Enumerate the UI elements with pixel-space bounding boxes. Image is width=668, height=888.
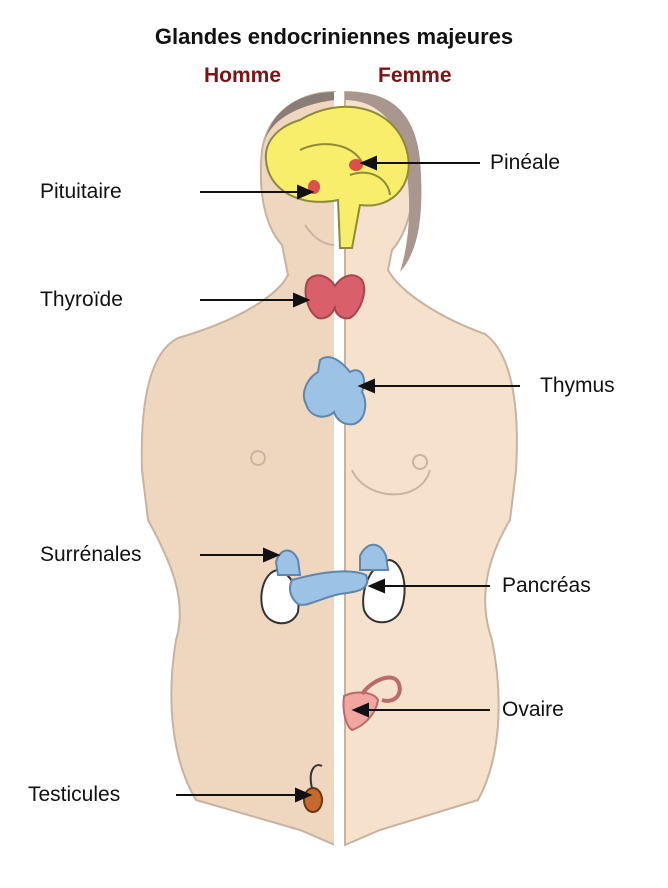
callout-arrows [176,155,520,803]
label-pineal: Pinéale [490,151,561,174]
pineal-icon [349,159,363,171]
label-thymus: Thymus [540,374,615,397]
thymus-icon [302,356,367,426]
left-adrenal-icon [274,549,302,576]
label-pancreas: Pancréas [502,574,591,597]
label-adrenals: Surrénales [40,543,142,566]
diagram-title: Glandes endocriniennes majeures [154,24,514,49]
pancreas-icon [289,570,369,606]
label-ovary: Ovaire [502,698,564,721]
fallopian-tube-icon [360,675,402,703]
female-header: Femme [378,64,452,87]
label-pituitary: Pituitaire [40,180,122,203]
male-header: Homme [204,64,282,87]
label-thyroid: Thyroïde [40,288,123,311]
male-body-half [140,90,336,847]
brain-icon [264,105,410,249]
right-adrenal-icon [359,543,390,571]
center-divider [334,92,344,852]
label-testicles: Testicules [28,783,121,806]
testicle-icon [303,787,323,813]
thyroid-icon [304,274,366,320]
